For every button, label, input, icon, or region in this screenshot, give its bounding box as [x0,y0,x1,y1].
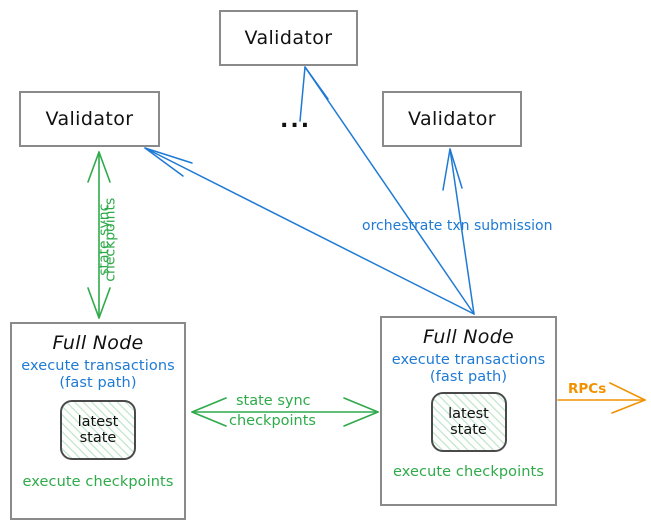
state-sync-vertical-label-line-2: checkpoints [102,197,119,282]
state-sync-middle-label-line-2: checkpoints [229,413,316,429]
full-node-right-chip-line-2: state [450,422,487,439]
validator-left-box[interactable]: Validator [19,91,160,147]
full-node-right-latest-state-chip[interactable]: latest state [430,392,507,453]
arrowhead-up-validator-left [87,151,111,183]
full-node-left-blue-line-2: (fast path) [59,375,137,392]
full-node-left-chip-line-2: state [79,430,117,447]
arrowhead-validator-left [144,147,193,177]
full-node-left-blue-line-1: execute transactions [21,358,175,374]
validators-ellipsis: ... [280,108,312,133]
validator-right-box[interactable]: Validator [382,91,522,147]
validator-left-label: Validator [45,108,134,130]
full-node-right-green-line: execute checkpoints [393,464,544,481]
full-node-left-box[interactable]: Full Node execute transactions (fast pat… [10,322,186,520]
full-node-left-latest-state-chip[interactable]: latest state [60,400,136,461]
arrowhead-left-fullnode [191,397,227,427]
arrowhead-down-fullnode-left [87,287,111,319]
arrowhead-right-fullnode [343,397,379,427]
full-node-right-title: Full Node [422,326,515,348]
orchestrate-txn-submission-label: orchestrate txn submission [362,218,553,234]
rpcs-label: RPCs [568,381,607,397]
full-node-right-chip-line-1: latest [448,405,489,422]
validator-right-label: Validator [408,108,496,130]
full-node-left-chip-line-1: latest [77,413,119,430]
arrowhead-rpcs [609,382,646,414]
full-node-right-blue-line-1: execute transactions [391,352,546,368]
arrowhead-validator-right [442,148,463,191]
full-node-left-green-line: execute checkpoints [22,474,174,491]
validator-top-box[interactable]: Validator [219,10,358,66]
full-node-right-blue-line-2: (fast path) [429,369,508,386]
full-node-left-title: Full Node [52,332,144,354]
state-sync-middle-label-line-1: state sync [236,393,311,409]
validator-top-label: Validator [244,27,333,49]
full-node-right-box[interactable]: Full Node execute transactions (fast pat… [380,316,557,506]
